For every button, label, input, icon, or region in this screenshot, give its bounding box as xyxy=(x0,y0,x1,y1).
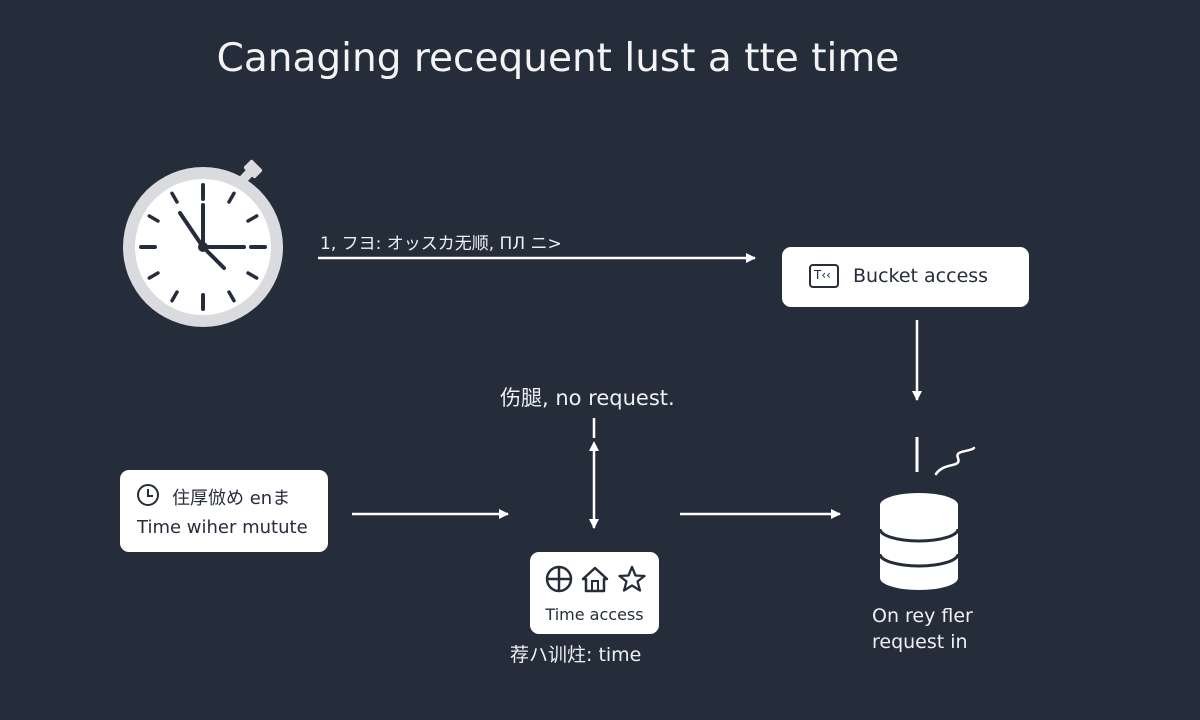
clock-tick xyxy=(170,191,179,204)
clock-ticks xyxy=(139,183,267,311)
clock-tick xyxy=(147,214,160,223)
clock-tick xyxy=(227,290,236,303)
steam-icon xyxy=(934,446,976,476)
db-caption-line1: On rey fler xyxy=(872,605,973,627)
bucket-access-box: T‹‹ Bucket access xyxy=(782,247,1029,307)
clock-tick xyxy=(147,271,160,280)
star-icon xyxy=(618,565,646,592)
stopwatch-icon xyxy=(123,159,283,327)
bucket-access-label: Bucket access xyxy=(853,265,989,287)
database-icon xyxy=(878,446,976,590)
bottom-time-label: 荐ハ训炷: time xyxy=(510,644,642,666)
crosshair-icon xyxy=(545,565,573,593)
time-access-label: Time access xyxy=(545,605,644,624)
clock-hour-hand xyxy=(178,211,205,249)
time-wiher-box: 住厚倣め enま Time wiher mutute xyxy=(120,470,328,552)
db-caption-line2: request in xyxy=(872,631,968,653)
clock-icon xyxy=(137,484,159,506)
no-request-label: 伤腿, no request. xyxy=(500,386,675,410)
box-icons xyxy=(545,565,646,593)
bucket-icon: T‹‹ xyxy=(809,264,839,288)
clock-tick xyxy=(246,214,259,223)
diagram-title: Canaging recequent lust a tte time xyxy=(216,36,900,81)
left-box-line1: 住厚倣め enま xyxy=(172,488,291,509)
clock-tick xyxy=(246,271,259,280)
left-box-line2: Time wiher mutute xyxy=(137,517,308,538)
top-arrow-label: 1, フヨ: オッスカ无顺, ΠЛ ニ> xyxy=(320,234,562,254)
clock-tick xyxy=(170,290,179,303)
clock-tick xyxy=(227,191,236,204)
time-access-box: Time access xyxy=(530,552,659,634)
home-icon xyxy=(581,566,609,593)
bucket-icon-text: T‹‹ xyxy=(814,268,831,282)
